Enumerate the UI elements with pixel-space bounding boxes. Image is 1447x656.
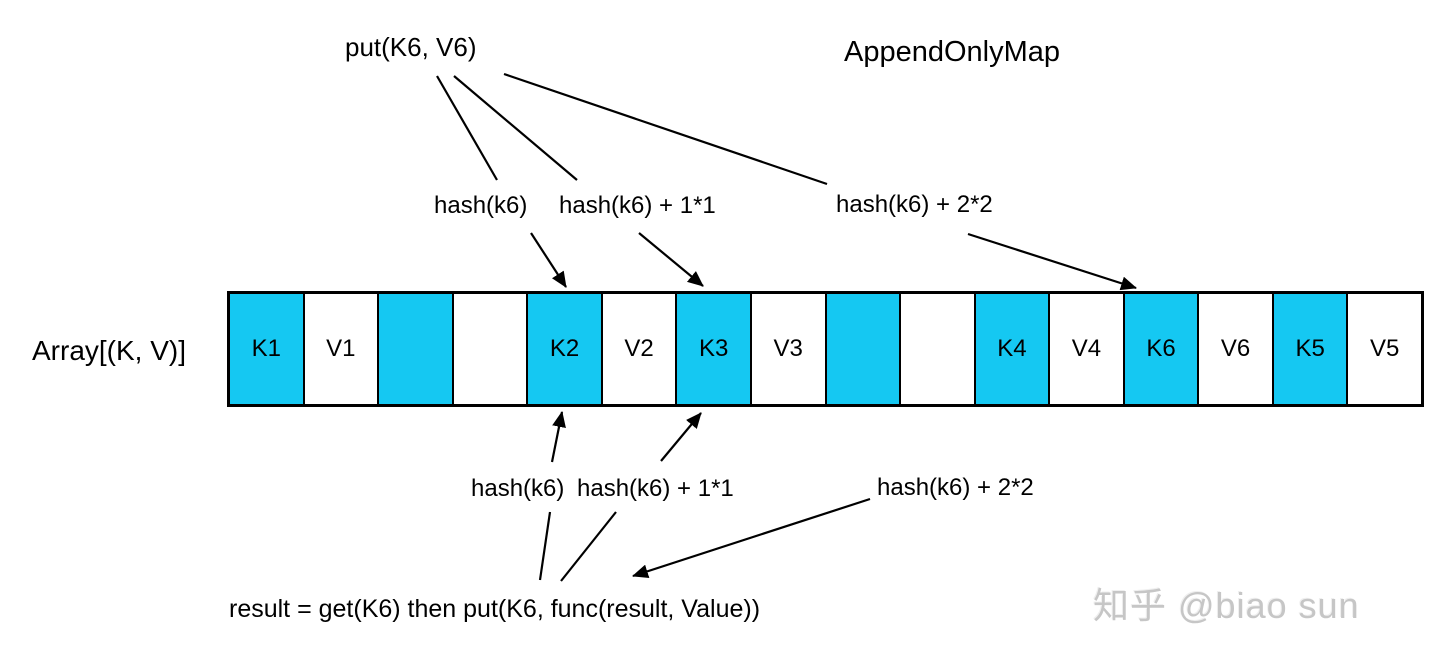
array-cell-k3: K3 <box>677 294 752 404</box>
array-cell-v2: V2 <box>603 294 678 404</box>
probe-label-bottom-0: hash(k6) <box>471 475 565 502</box>
probe-label-top-0: hash(k6) <box>434 192 528 219</box>
put-to-hash0-line <box>436 75 498 181</box>
result-to-hash1-line <box>560 511 617 582</box>
hash0-to-cell-arrow <box>530 232 567 288</box>
array-cell-k1: K1 <box>230 294 305 404</box>
array-cell-empty <box>379 294 454 404</box>
array-label: Array[(K, V)] <box>32 335 187 366</box>
hash2-to-result-arrow <box>632 497 871 579</box>
hash1-up-arrow <box>660 412 702 462</box>
array-cell-v1: V1 <box>305 294 380 404</box>
result-expression: result = get(K6) then put(K6, func(resul… <box>229 595 761 623</box>
probe-label-top-1: hash(k6) + 1*1 <box>559 192 716 219</box>
array-cell-v4: V4 <box>1050 294 1125 404</box>
put-operation-label: put(K6, V6) <box>345 32 477 62</box>
probe-label-bottom-1: hash(k6) + 1*1 <box>577 475 734 502</box>
array-cell-k2: K2 <box>528 294 603 404</box>
array-cell-v3: V3 <box>752 294 827 404</box>
hash1-to-cell-arrow <box>638 232 704 287</box>
array-cell-empty <box>901 294 976 404</box>
array-cell-empty <box>454 294 529 404</box>
array-cell-empty <box>826 294 902 404</box>
watermark: 知乎 @biao sun <box>1093 585 1360 626</box>
put-to-hash2-line <box>503 72 828 186</box>
put-to-hash1-line <box>453 75 578 181</box>
hash2-to-cell-arrow <box>967 232 1137 291</box>
diagram-title: AppendOnlyMap <box>844 36 1061 68</box>
array-cell-v5: V5 <box>1370 335 1400 362</box>
array-cell-k6: K6 <box>1124 294 1200 404</box>
array-cell-k5: K5 <box>1273 294 1349 404</box>
array-cell-k4: K4 <box>975 294 1051 404</box>
array-cell-v6: V6 <box>1199 294 1274 404</box>
probe-label-top-2: hash(k6) + 2*2 <box>836 191 993 218</box>
probe-label-bottom-2: hash(k6) + 2*2 <box>877 474 1034 501</box>
result-to-hash0-line <box>538 511 552 581</box>
hash0-up-arrow <box>550 411 566 463</box>
